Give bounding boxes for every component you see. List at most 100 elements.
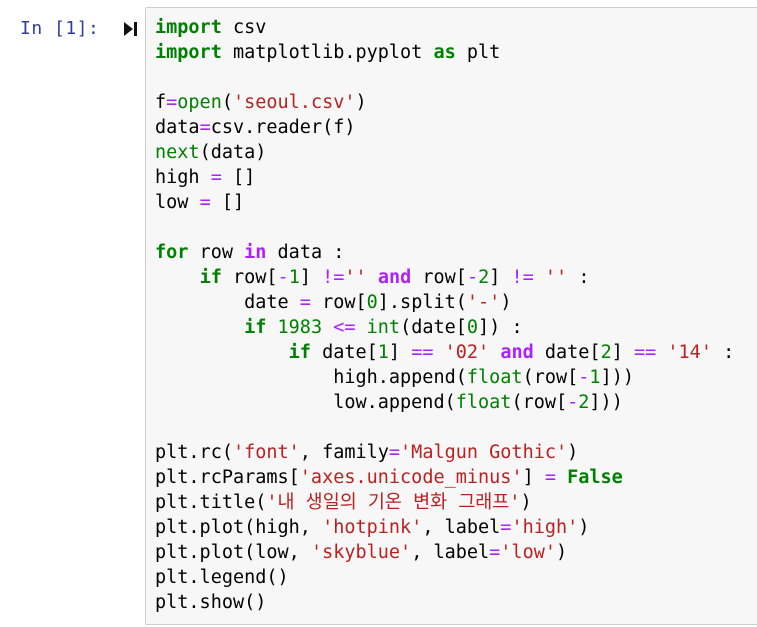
code-token: plt bbox=[455, 42, 501, 63]
code-token: ]) : bbox=[478, 317, 523, 338]
code-token: next bbox=[155, 142, 200, 163]
code-token bbox=[155, 317, 244, 338]
code-line: import csv bbox=[155, 15, 734, 40]
code-token bbox=[367, 267, 378, 288]
code-token: '' bbox=[344, 267, 367, 288]
code-token bbox=[322, 317, 333, 338]
code-token: False bbox=[567, 467, 623, 488]
code-token: (date[ bbox=[400, 317, 467, 338]
code-token: = bbox=[210, 167, 222, 188]
code-token: plt.rc( bbox=[155, 442, 233, 463]
code-token: 2 bbox=[578, 392, 590, 413]
code-line: for row in data : bbox=[155, 240, 734, 265]
code-line: plt.plot(high, 'hotpink', label='high') bbox=[155, 515, 734, 540]
code-token: != bbox=[511, 267, 534, 288]
code-token: row[ bbox=[310, 292, 367, 313]
code-line: plt.legend() bbox=[155, 565, 734, 590]
code-token: plt.legend() bbox=[155, 567, 289, 588]
code-token: 0 bbox=[466, 317, 479, 338]
code-line: data=csv.reader(f) bbox=[155, 115, 734, 140]
code-token: == bbox=[411, 342, 434, 363]
code-token: - bbox=[567, 392, 579, 413]
code-token: csv.reader(f) bbox=[210, 117, 356, 138]
code-token: ] bbox=[299, 267, 323, 288]
code-token: = bbox=[166, 92, 178, 113]
code-token: ) bbox=[500, 292, 512, 313]
code-token: ])) bbox=[589, 392, 623, 413]
cell-prompt: In [1]: bbox=[20, 18, 100, 39]
code-line: plt.rcParams['axes.unicode_minus'] = Fal… bbox=[155, 465, 734, 490]
code-token: [] bbox=[210, 192, 245, 213]
run-cell-button[interactable] bbox=[122, 21, 138, 37]
code-token bbox=[155, 267, 200, 288]
code-token: = bbox=[388, 442, 401, 463]
code-token: if bbox=[288, 342, 311, 363]
code-token: matplotlib.pyplot bbox=[221, 42, 434, 63]
code-token: - bbox=[277, 267, 289, 288]
code-line: low.append(float(row[-2])) bbox=[155, 390, 734, 415]
code-line: if date[1] == '02' and date[2] == '14' : bbox=[155, 340, 735, 365]
code-token: data bbox=[155, 117, 200, 138]
code-token: date[ bbox=[533, 342, 601, 363]
code-token: : bbox=[711, 342, 735, 363]
code-token: high.append( bbox=[155, 367, 467, 388]
code-line bbox=[155, 65, 734, 90]
code-token: and bbox=[377, 267, 412, 288]
code-token: csv bbox=[221, 17, 267, 38]
code-line: if row[-1] !='' and row[-2] != '' : bbox=[155, 265, 734, 290]
code-token: plt.plot(high, bbox=[155, 517, 323, 538]
code-token: ] bbox=[388, 342, 412, 363]
code-token bbox=[155, 342, 289, 363]
code-token: = bbox=[500, 517, 512, 538]
code-token: '' bbox=[544, 267, 568, 288]
code-token: row[ bbox=[411, 267, 467, 288]
code-token: (row[ bbox=[522, 367, 579, 388]
code-token: 'font' bbox=[232, 442, 300, 463]
code-token: == bbox=[633, 342, 657, 363]
code-token bbox=[534, 267, 545, 288]
code-token: import bbox=[155, 42, 222, 63]
code-token: date[ bbox=[310, 342, 378, 363]
code-token: row[ bbox=[221, 267, 278, 288]
code-token: (row[ bbox=[511, 392, 568, 413]
code-token: ])) bbox=[600, 367, 634, 388]
code-token: ( bbox=[221, 92, 233, 113]
code-line: low = [] bbox=[155, 190, 734, 215]
code-token bbox=[433, 342, 444, 363]
code-token: high bbox=[155, 167, 211, 188]
code-token: float bbox=[455, 392, 512, 413]
code-token: plt.rcParams[ bbox=[155, 467, 300, 488]
code-token: 2 bbox=[478, 267, 490, 288]
code-token: 1 bbox=[288, 267, 300, 288]
code-token bbox=[656, 342, 667, 363]
code-token: ] bbox=[489, 267, 512, 288]
code-token: '02' bbox=[444, 342, 490, 363]
code-token: - bbox=[578, 367, 590, 388]
code-token: (data) bbox=[199, 142, 267, 163]
code-line: plt.show() bbox=[155, 590, 734, 615]
code-line: high = [] bbox=[155, 165, 734, 190]
code-token: if bbox=[244, 317, 267, 338]
code-token: 'seoul.csv' bbox=[232, 92, 356, 113]
code-token: 1 bbox=[377, 342, 389, 363]
code-token: data : bbox=[266, 242, 345, 263]
code-token: ] bbox=[522, 467, 545, 488]
code-token: = bbox=[299, 292, 311, 313]
code-line: f=open('seoul.csv') bbox=[155, 90, 734, 115]
code-token: <= bbox=[333, 317, 356, 338]
code-token: 'low' bbox=[500, 542, 556, 563]
code-token: as bbox=[433, 42, 456, 63]
code-token: != bbox=[322, 267, 345, 288]
code-token: ) bbox=[520, 492, 532, 513]
code-token: int bbox=[366, 317, 401, 338]
code-line: plt.plot(low, 'skyblue', label='low') bbox=[155, 540, 734, 565]
code-line: import matplotlib.pyplot as plt bbox=[155, 40, 734, 65]
code-line: next(data) bbox=[155, 140, 734, 165]
code-token: and bbox=[500, 342, 534, 363]
code-token: open bbox=[177, 92, 222, 113]
code-token: row bbox=[188, 242, 245, 263]
code-token: = bbox=[544, 467, 556, 488]
code-token: 1983 bbox=[277, 317, 323, 338]
